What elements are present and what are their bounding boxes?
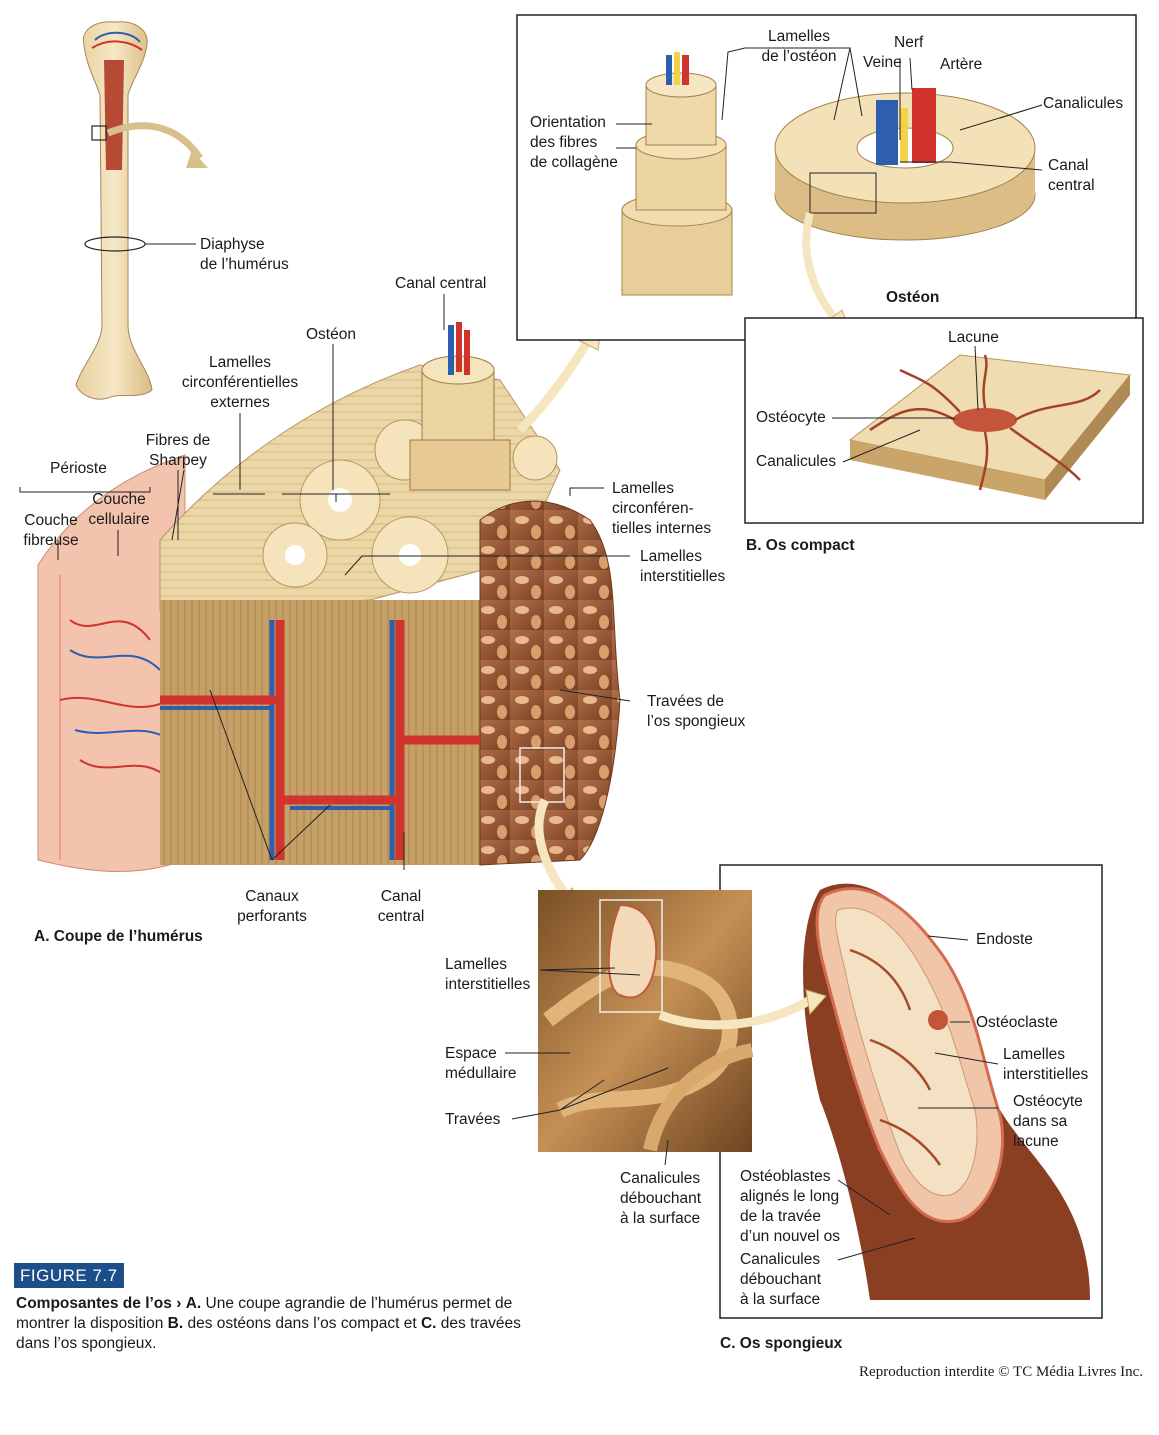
label-orientation-fibres: Orientation des fibres de collagène bbox=[530, 114, 618, 171]
lacune-subpanel bbox=[744, 317, 1144, 524]
label-lamelles-circ-int: Lamelles circonféren- tielles internes bbox=[612, 480, 712, 537]
label-osteoclaste: Ostéoclaste bbox=[976, 1014, 1058, 1031]
label-couche-fibreuse: Couche fibreuse bbox=[23, 512, 79, 549]
label-artere: Artère bbox=[940, 56, 983, 73]
arrow-to-trabecula bbox=[658, 996, 813, 1030]
label-canalicules-surface-c: Canalicules débouchant à la surface bbox=[620, 1170, 702, 1227]
label-lacune: Lacune bbox=[948, 329, 999, 346]
label-osteocyte-b: Ostéocyte bbox=[756, 409, 826, 426]
label-perioste: Périoste bbox=[50, 460, 107, 477]
label-osteon-b: Ostéon bbox=[886, 289, 940, 306]
leader-lines-b bbox=[616, 47, 1043, 171]
label-lamelles-circ-ext: Lamelles circonférentielles externes bbox=[181, 354, 299, 411]
caption-text-2: des ostéons dans l’os compact et bbox=[187, 1315, 417, 1332]
caption-b: B. bbox=[167, 1315, 184, 1332]
panel-c-title: C. Os spongieux bbox=[720, 1335, 843, 1352]
label-canal-central-top: Canal central bbox=[395, 275, 487, 292]
figure-caption: Composantes de l’os › A. Une coupe agran… bbox=[16, 1294, 536, 1354]
label-canaux-perforants: Canaux perforants bbox=[237, 888, 307, 925]
label-canalicules-b: Canalicules bbox=[1043, 95, 1124, 112]
humerus-bone bbox=[75, 21, 196, 400]
label-osteon-a: Ostéon bbox=[306, 326, 356, 343]
label-osteoblastes: Ostéoblastes alignés le long de la travé… bbox=[740, 1168, 840, 1245]
leader-lines-c bbox=[505, 935, 999, 1261]
label-diaphyse: Diaphyse de l’humérus bbox=[200, 236, 289, 273]
panel-c-artwork bbox=[538, 864, 1103, 1319]
caption-text-3: des travées dans l’os spongieux. bbox=[16, 1315, 521, 1352]
compact-bone-block bbox=[37, 322, 621, 872]
caption-c: C. bbox=[420, 1315, 437, 1332]
label-veine: Veine bbox=[863, 54, 902, 71]
panel-a-title: A. Coupe de l’humérus bbox=[34, 928, 203, 945]
panel-b-artwork bbox=[516, 14, 1137, 341]
arrow-to-panel-b bbox=[516, 335, 594, 434]
label-canalicules-surface-c2: Canalicules débouchant à la surface bbox=[740, 1251, 822, 1308]
label-lamelles-interst-c2: Lamelles interstitielles bbox=[1003, 1046, 1089, 1083]
label-lamelles-interst-c: Lamelles interstitielles bbox=[445, 956, 531, 993]
label-travees: Travées bbox=[445, 1111, 501, 1128]
caption-title: Composantes de l’os bbox=[16, 1295, 172, 1312]
copyright-notice: Reproduction interdite © TC Média Livres… bbox=[859, 1364, 1143, 1380]
leader-lines-a bbox=[19, 294, 631, 870]
label-canalicules-b2: Canalicules bbox=[756, 453, 837, 470]
label-nerf: Nerf bbox=[894, 34, 924, 51]
figure-badge: FIGURE 7.7 bbox=[14, 1263, 124, 1288]
caption-a: A. bbox=[185, 1295, 202, 1312]
label-endoste: Endoste bbox=[976, 931, 1033, 948]
zoom-arrow-humerus bbox=[106, 122, 203, 161]
caption-text-1: Une coupe agrandie de l’humérus permet d… bbox=[16, 1295, 513, 1332]
arrow-to-lacune bbox=[802, 211, 844, 328]
label-espace-medullaire: Espace médullaire bbox=[445, 1045, 517, 1082]
label-osteocyte-lacune: Ostéocyte dans sa lacune bbox=[1013, 1093, 1083, 1150]
label-lamelles-osteon: Lamelles de l’ostéon bbox=[761, 28, 837, 65]
label-couche-cellulaire: Couche cellulaire bbox=[88, 491, 150, 528]
label-lamelles-interst-a: Lamelles interstitielles bbox=[640, 548, 726, 585]
label-canal-central-bottom: Canal central bbox=[377, 888, 425, 925]
label-fibres-sharpey: Fibres de Sharpey bbox=[145, 432, 211, 469]
panel-b-title: B. Os compact bbox=[746, 537, 855, 554]
label-canal-central-b: Canal central bbox=[1048, 157, 1095, 194]
label-travees-spongieux: Travées de l’os spongieux bbox=[647, 693, 746, 730]
caption-arrow: › bbox=[176, 1295, 182, 1312]
leader-lines-lacune bbox=[832, 345, 979, 463]
